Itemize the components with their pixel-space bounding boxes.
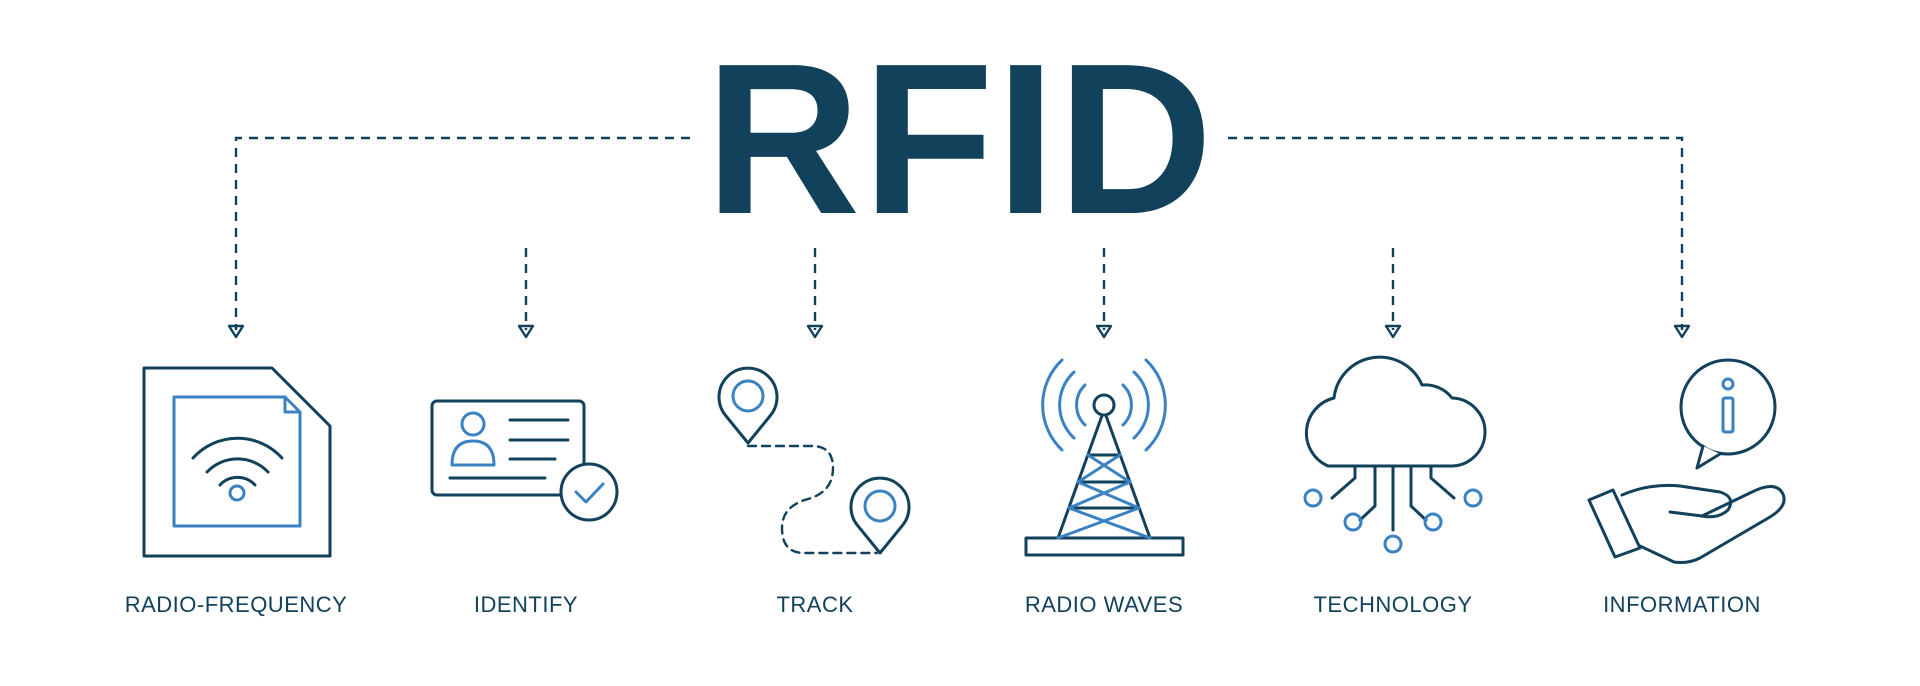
arrow-heads <box>227 324 1691 339</box>
cloud-network-icon <box>1303 355 1487 554</box>
label-track: TRACK <box>776 592 853 617</box>
label-radio-frequency: RADIO-FREQUENCY <box>125 592 348 617</box>
page-title: RFID <box>705 18 1215 259</box>
label-radio-waves: RADIO WAVES <box>1025 592 1183 617</box>
arrow-down-icon <box>806 324 824 339</box>
arrow-down-icon <box>227 324 245 339</box>
label-information: INFORMATION <box>1603 592 1761 617</box>
item-labels: RADIO-FREQUENCY IDENTIFY TRACK RADIO WAV… <box>125 592 1761 617</box>
arrow-down-icon <box>1095 324 1113 339</box>
hand-info-icon <box>1587 358 1786 564</box>
label-technology: TECHNOLOGY <box>1313 592 1472 617</box>
connector-left <box>234 136 690 330</box>
id-card-check-icon <box>430 399 619 522</box>
arrow-down-icon <box>1384 324 1402 339</box>
connector-lines <box>234 136 1684 330</box>
label-identify: IDENTIFY <box>474 592 578 617</box>
route-pins-icon <box>717 366 911 555</box>
radio-tower-icon <box>1024 358 1185 557</box>
connector-right <box>1228 136 1684 330</box>
arrow-down-icon <box>517 324 535 339</box>
rfid-chip-icon <box>142 366 332 558</box>
arrow-down-icon <box>1673 324 1691 339</box>
